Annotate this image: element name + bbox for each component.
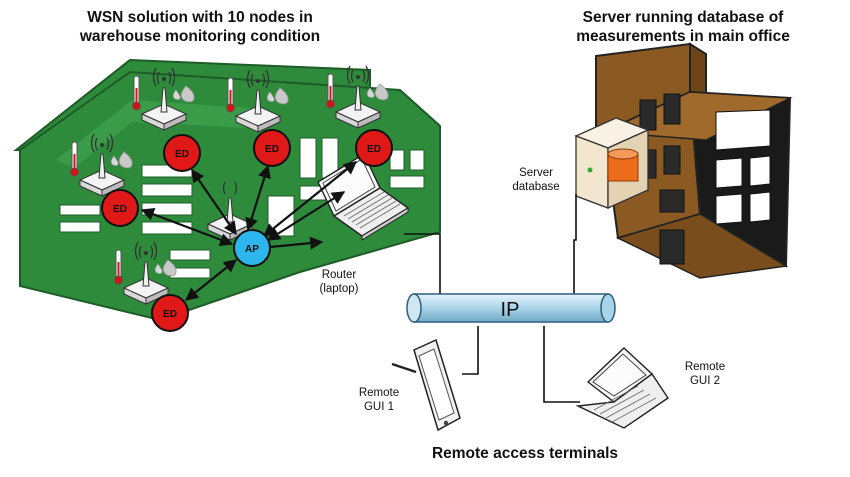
ip-label: IP (501, 299, 520, 321)
router-label: Router (laptop) (308, 268, 370, 296)
remote-gui1-line1: Remote (358, 387, 400, 399)
svg-text:ED: ED (265, 144, 279, 155)
office-building (595, 42, 793, 279)
remote-terminals-text: Remote access terminals (431, 445, 619, 462)
server-title: Server running database of measurements … (548, 8, 818, 46)
ip-network-pipe: IP (406, 293, 616, 323)
wired-links (404, 194, 580, 403)
remote-gui1-tablet-icon (391, 338, 461, 432)
svg-text:ED: ED (367, 144, 381, 155)
server-title-line1: Server running database of (582, 9, 784, 26)
server-label-line1: Server (519, 167, 553, 179)
remote-terminals-title: Remote access terminals (410, 444, 640, 463)
wsn-title-line1: WSN solution with 10 nodes in (87, 9, 313, 26)
ed-node-4: ED (101, 189, 139, 227)
router-label-line2: (laptop) (319, 283, 359, 295)
svg-text:AP: AP (245, 244, 259, 255)
router-label-line1: Router (321, 269, 357, 281)
remote-gui2-line2: GUI 2 (689, 375, 721, 387)
svg-text:ED: ED (113, 204, 127, 215)
server-title-line2: measurements in main office (576, 28, 790, 45)
wsn-title-line2: warehouse monitoring condition (79, 28, 321, 45)
wsn-title: WSN solution with 10 nodes in warehouse … (55, 8, 345, 46)
remote-gui1-line2: GUI 1 (363, 401, 395, 413)
remote-gui2-line1: Remote (684, 361, 726, 373)
ed-node-2: ED (253, 129, 291, 167)
svg-text:ED: ED (163, 309, 177, 320)
server-database-label: Server database (506, 166, 566, 194)
ed-node-5: ED (151, 294, 189, 332)
wireless-links (140, 161, 358, 301)
server-database-icon (574, 117, 650, 210)
remote-gui2-label: Remote GUI 2 (678, 360, 732, 388)
svg-text:ED: ED (175, 149, 189, 160)
remote-gui1-label: Remote GUI 1 (352, 386, 406, 414)
ap-node: AP (233, 229, 271, 267)
remote-gui2-laptop-icon (575, 347, 669, 429)
ed-node-3: ED (355, 129, 393, 167)
server-label-line2: database (512, 181, 560, 193)
ed-node-1: ED (163, 134, 201, 172)
